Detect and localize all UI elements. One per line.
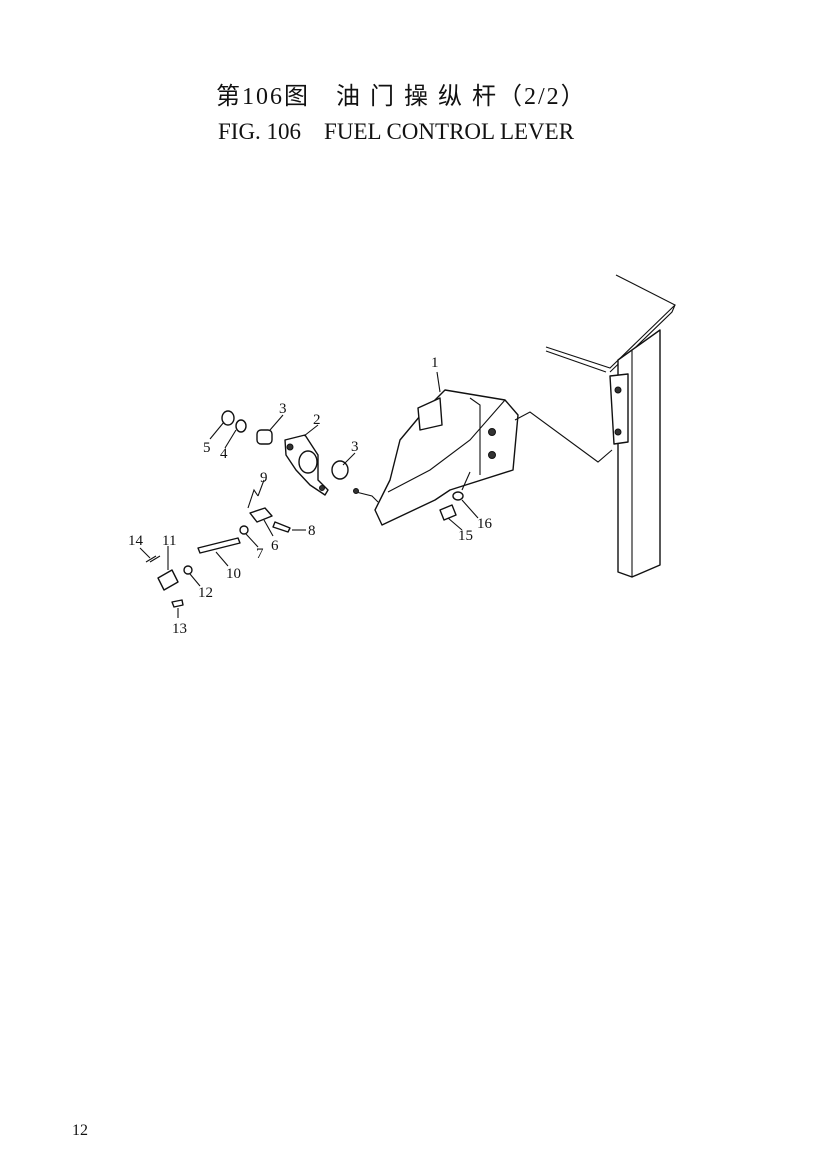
callout-10: 10 [226, 566, 241, 582]
washer-part [235, 419, 247, 433]
callout-9: 9 [260, 470, 268, 486]
rod-end-part [249, 507, 273, 523]
callout-8: 8 [308, 523, 316, 539]
callout-3b: 3 [351, 439, 359, 455]
callout-2: 2 [313, 412, 321, 428]
callout-5: 5 [203, 440, 211, 456]
clip-part [145, 555, 161, 563]
rod-end-lower-part [157, 569, 179, 591]
callout-4: 4 [220, 446, 228, 462]
callout-11: 11 [162, 533, 176, 549]
lever-arm-part [284, 434, 329, 496]
leader-lines [139, 371, 479, 618]
callout-7: 7 [256, 546, 264, 562]
nut-part [221, 410, 235, 426]
lock-nut-part [239, 525, 249, 535]
bolt-lower-part [171, 599, 184, 608]
callout-13: 13 [172, 621, 187, 637]
callout-12: 12 [198, 585, 213, 601]
callout-3a: 3 [279, 401, 287, 417]
cotter-pin-part [247, 488, 259, 509]
bushing-right [331, 460, 349, 480]
cab-pillar-structure [545, 274, 676, 578]
callout-16: 16 [477, 516, 493, 532]
bracket-part [353, 389, 519, 526]
page-number: 12 [72, 1122, 88, 1139]
callout-6: 6 [271, 538, 279, 554]
bolt-part [439, 504, 457, 521]
callout-14: 14 [128, 533, 144, 549]
figure-title-english: FIG. 106 FUEL CONTROL LEVER [218, 119, 575, 144]
nut-lower-part [183, 565, 193, 575]
rod-part [197, 537, 241, 554]
callout-1: 1 [431, 355, 439, 371]
pin-part [272, 521, 291, 533]
break-line [514, 411, 613, 463]
bushing-left [256, 429, 273, 445]
callout-15: 15 [458, 528, 473, 544]
figure-title-chinese: 第106图 油 门 操 纵 杆（2/2） [216, 84, 587, 110]
lock-washer-part [452, 491, 464, 501]
